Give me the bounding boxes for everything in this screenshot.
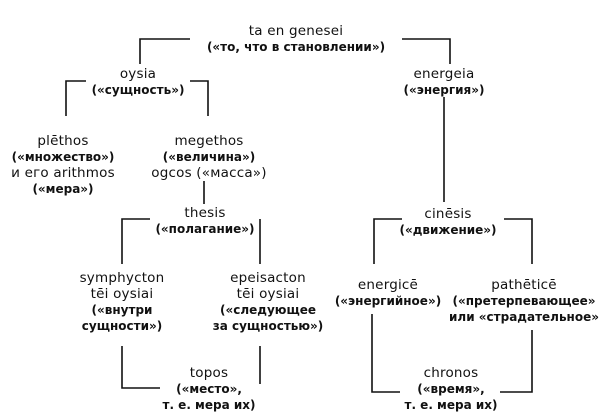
- node-gloss: («величина»): [162, 150, 256, 164]
- node-term: chronos: [423, 365, 479, 381]
- connector-cinesis-pathetice: [504, 218, 533, 264]
- node-energice: energicē («энергийное»): [328, 277, 448, 309]
- node-oysia: oysia («сущность»): [86, 66, 190, 98]
- node-term: topos: [189, 365, 229, 381]
- connector-energice-chronos: [371, 314, 400, 393]
- node-gloss: («место»,: [176, 382, 242, 396]
- node-cinesis: cinēsis («движение»): [396, 206, 500, 238]
- node-term: pathēticē: [491, 277, 557, 293]
- node-topos: topos («место», т. е. мера их): [142, 365, 276, 413]
- connector-pathetice-chronos: [500, 330, 533, 393]
- node-gloss-extra: за сущностью»): [212, 319, 324, 333]
- node-gloss: («энергия»): [403, 83, 485, 97]
- node-gloss-extra: или «страдательное»): [449, 310, 600, 324]
- node-term: plēthos: [37, 133, 89, 149]
- node-gloss-extra: («мера»): [32, 182, 94, 196]
- connector-thesis-symphycton: [121, 218, 150, 264]
- connector-root-oysia: [139, 38, 190, 64]
- node-term-extra: tēi oysiai: [90, 286, 154, 302]
- node-symphycton: symphycton tēi oysiai («внутри сущности»…: [72, 270, 172, 334]
- connector-oysia-megethos: [190, 80, 209, 116]
- node-ta-en-genesei: ta en genesei («то, что в становлении»): [190, 23, 402, 55]
- connector-cinesis-energice: [373, 218, 402, 264]
- node-term-extra: tēi oysiai: [236, 286, 300, 302]
- node-megethos: megethos («величина») ogcos («масса»): [148, 133, 270, 181]
- node-term: megethos: [174, 133, 244, 149]
- node-pathetice: pathēticē («претерпевающее» или «страдат…: [449, 277, 600, 325]
- node-gloss: («претерпевающее»: [452, 294, 596, 308]
- node-term: epeisacton: [230, 270, 306, 286]
- node-gloss: («следующее: [220, 303, 316, 317]
- node-energeia: energeia («энергия»): [396, 66, 492, 98]
- node-gloss: («энергийное»): [334, 294, 442, 308]
- node-gloss-extra: т. е. мера их): [404, 398, 498, 412]
- node-gloss: («движение»): [399, 223, 497, 237]
- node-term: cinēsis: [424, 206, 472, 222]
- node-term: energicē: [357, 277, 419, 293]
- node-plethos: plēthos («множество») и его arithmos («м…: [2, 133, 124, 197]
- node-term-extra: ogcos («масса»): [151, 165, 267, 181]
- node-chronos: chronos («время», т. е. мера их): [384, 365, 518, 413]
- connector-symphycton-topos: [121, 346, 160, 389]
- node-gloss: («то, что в становлении»): [206, 40, 386, 54]
- node-term: oysia: [119, 66, 157, 82]
- node-gloss: («время»,: [417, 382, 485, 396]
- node-gloss: («множество»): [11, 150, 115, 164]
- connector-oysia-plethos: [65, 80, 86, 116]
- node-gloss-extra: сущности»): [81, 319, 163, 333]
- node-term: thesis: [184, 205, 226, 221]
- node-gloss-extra: т. е. мера их): [162, 398, 256, 412]
- node-gloss: («внутри: [91, 303, 153, 317]
- node-gloss: («сущность»): [91, 83, 185, 97]
- node-term: ta en genesei: [248, 23, 344, 39]
- connector-root-energeia: [402, 38, 451, 64]
- node-epeisacton: epeisacton tēi oysiai («следующее за сущ…: [202, 270, 334, 334]
- node-thesis: thesis («полагание»): [144, 205, 266, 237]
- node-gloss: («полагание»): [155, 222, 255, 236]
- node-term: symphycton: [79, 270, 165, 286]
- node-term-extra: и его arithmos: [11, 165, 115, 181]
- node-term: energeia: [413, 66, 475, 82]
